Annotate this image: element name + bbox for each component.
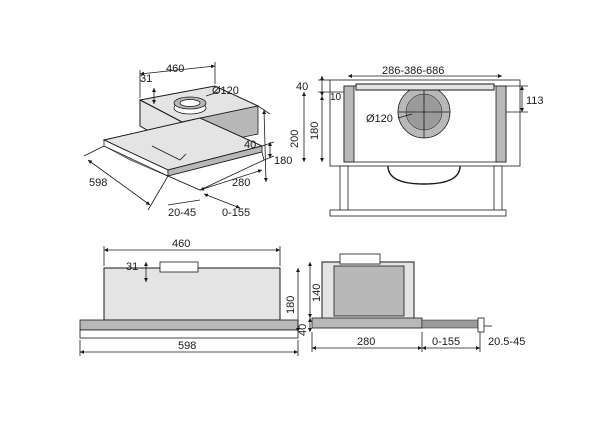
front-base	[329, 209, 507, 217]
top-view: 460 31 598	[79, 238, 299, 356]
iso-dim-duct: Ø120	[212, 85, 239, 97]
side-slide-out	[421, 319, 481, 329]
top-front-panel	[79, 319, 299, 331]
side-view: 180 140 40 280 0-155 20.5-45	[285, 253, 525, 352]
iso-dim-0-155: 0-155	[222, 207, 250, 219]
top-body	[103, 267, 281, 321]
side-dim-180: 180	[285, 296, 297, 314]
side-duct-collar	[339, 253, 381, 265]
top-dim-598: 598	[178, 340, 196, 352]
top-slide-out	[79, 329, 299, 339]
iso-dim-40: 40	[244, 139, 256, 151]
top-dim-31: 31	[126, 261, 138, 273]
front-dim-113: 113	[526, 95, 544, 107]
top-dim-460: 460	[172, 238, 190, 250]
iso-dim-180: 180	[274, 155, 292, 167]
side-dim-280: 280	[357, 336, 375, 348]
side-dim-20-5-45: 20.5-45	[488, 336, 525, 348]
top-duct-collar	[159, 261, 199, 273]
iso-view: 460 31 Ø120 598 40 180 280 20-45 0-155	[83, 62, 292, 219]
side-front-lip	[477, 317, 485, 333]
iso-dim-598: 598	[89, 177, 107, 189]
iso-dim-20-45: 20-45	[168, 207, 196, 219]
iso-handle	[151, 145, 187, 161]
front-dim-286-686: 286-386-686	[382, 65, 444, 77]
front-tray	[387, 165, 461, 185]
front-dim-10: 10	[330, 92, 342, 103]
front-left-bracket	[343, 85, 355, 163]
iso-dim-460: 460	[166, 63, 184, 75]
front-dim-180: 180	[309, 122, 321, 140]
front-dim-40: 40	[296, 81, 308, 93]
front-right-bracket	[495, 85, 507, 163]
side-dim-40: 40	[297, 324, 309, 336]
front-view: 286-386-686 40 10 113 200 180 Ø120	[289, 65, 544, 217]
side-dim-140: 140	[311, 284, 323, 302]
front-dim-200: 200	[289, 130, 301, 148]
side-dim-0-155: 0-155	[432, 336, 460, 348]
front-right-leg	[493, 165, 503, 213]
iso-dim-31: 31	[140, 73, 152, 85]
side-canopy	[311, 317, 423, 329]
iso-dim-280: 280	[232, 177, 250, 189]
front-dim-duct: Ø120	[366, 113, 393, 125]
front-left-leg	[339, 165, 349, 213]
